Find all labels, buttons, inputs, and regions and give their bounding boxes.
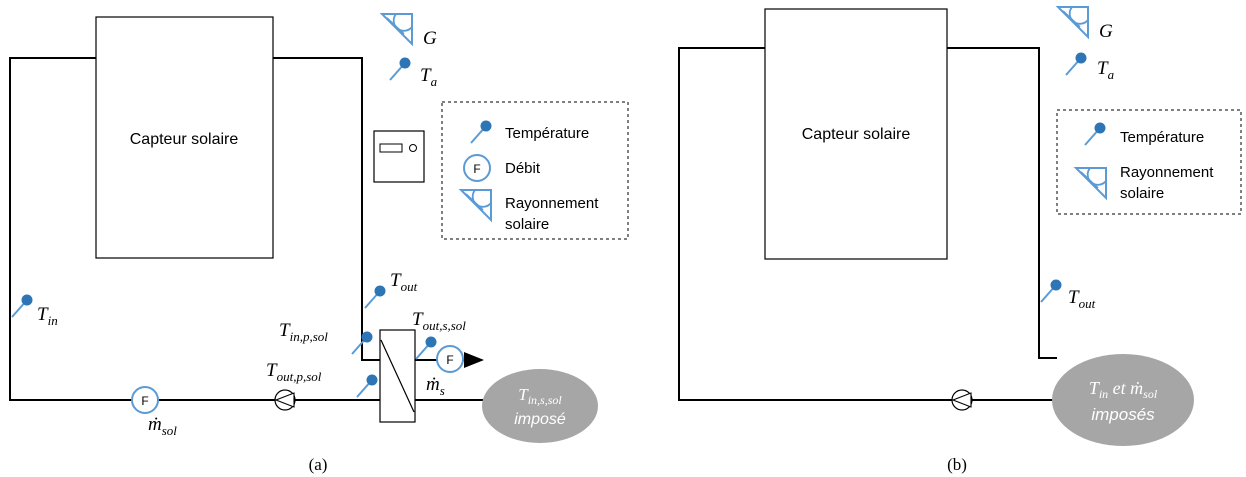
imposed-condition-ellipse xyxy=(482,369,598,443)
ellipse-b-line2: imposés xyxy=(1091,405,1155,424)
legend-flow-icon: F xyxy=(463,154,491,182)
heat-exchanger-icon xyxy=(379,329,416,423)
temperature-sensor-icon-b xyxy=(1065,51,1088,76)
pump-icon xyxy=(274,389,296,411)
label-Tin-p-sol: Tin,p,sol xyxy=(279,320,328,344)
pump-icon-b xyxy=(951,389,973,411)
flowmeter-secondary-icon: F xyxy=(436,345,464,373)
pipe-loop-left-b xyxy=(678,47,1060,401)
label-Tout-p-sol: Tout,p,sol xyxy=(266,360,322,384)
pipe-outlet-b xyxy=(947,47,1057,359)
legend-box-b xyxy=(1056,109,1242,215)
temperature-sensor-icon-b xyxy=(1040,278,1063,303)
collector-label-b: Capteur solaire xyxy=(802,126,911,143)
collector-label: Capteur solaire xyxy=(130,131,239,148)
solar-collector-b xyxy=(764,8,948,260)
panel-a-pipes xyxy=(9,57,487,401)
legend-radiation-b-l2: solaire xyxy=(1120,185,1164,202)
label-Tout: Tout xyxy=(390,270,418,294)
temperature-sensor-icon xyxy=(364,284,387,309)
label-Tout-b: Tout xyxy=(1068,287,1096,311)
panel-a: Capteur solaire F F xyxy=(9,13,629,474)
legend-radiation-l2: solaire xyxy=(505,216,549,233)
caption-a: (a) xyxy=(309,455,328,474)
panel-b: Capteur solaire G Ta Tout Tin et ṁsol im… xyxy=(678,6,1242,474)
svg-text:F: F xyxy=(473,162,480,176)
legend-temperature: Température xyxy=(505,125,589,142)
legend-temperature-b: Température xyxy=(1120,129,1204,146)
pipe-outlet xyxy=(273,57,380,361)
svg-text:F: F xyxy=(141,394,148,408)
svg-text:F: F xyxy=(446,353,453,367)
label-m-s: ṁs xyxy=(426,374,445,398)
ellipse-line1: Tin,s,sol xyxy=(518,385,562,407)
temperature-sensor-icon xyxy=(11,293,34,318)
label-Ta: Ta xyxy=(420,65,438,89)
label-G: G xyxy=(423,28,437,49)
temperature-sensor-icon xyxy=(415,335,438,360)
legend-radiation-l1: Rayonnement xyxy=(505,195,599,212)
pipe-loop-left xyxy=(9,57,380,401)
imposed-condition-ellipse-b xyxy=(1052,354,1194,446)
label-Tout-s-sol: Tout,s,sol xyxy=(412,309,466,333)
solar-radiation-sensor-icon-b xyxy=(1057,6,1089,38)
flowmeter-icon: F xyxy=(131,386,159,414)
panel-b-pipes xyxy=(678,47,1060,401)
label-G-b: G xyxy=(1099,21,1113,42)
legend-radiation-b-l1: Rayonnement xyxy=(1120,164,1214,181)
caption-b: (b) xyxy=(947,455,967,474)
label-Tin: Tin xyxy=(37,304,58,328)
controller-icon xyxy=(373,130,425,183)
temperature-sensor-icon xyxy=(389,56,412,81)
ellipse-line2: imposé xyxy=(514,411,566,428)
legend-flow: Débit xyxy=(505,160,541,177)
label-Ta-b: Ta xyxy=(1097,58,1115,82)
solar-radiation-sensor-icon xyxy=(381,13,413,45)
solar-collector xyxy=(95,16,274,259)
ellipse-b-line1: Tin et ṁsol xyxy=(1089,378,1158,401)
temperature-sensor-icon xyxy=(356,373,379,398)
label-m-sol: ṁsol xyxy=(148,414,177,438)
